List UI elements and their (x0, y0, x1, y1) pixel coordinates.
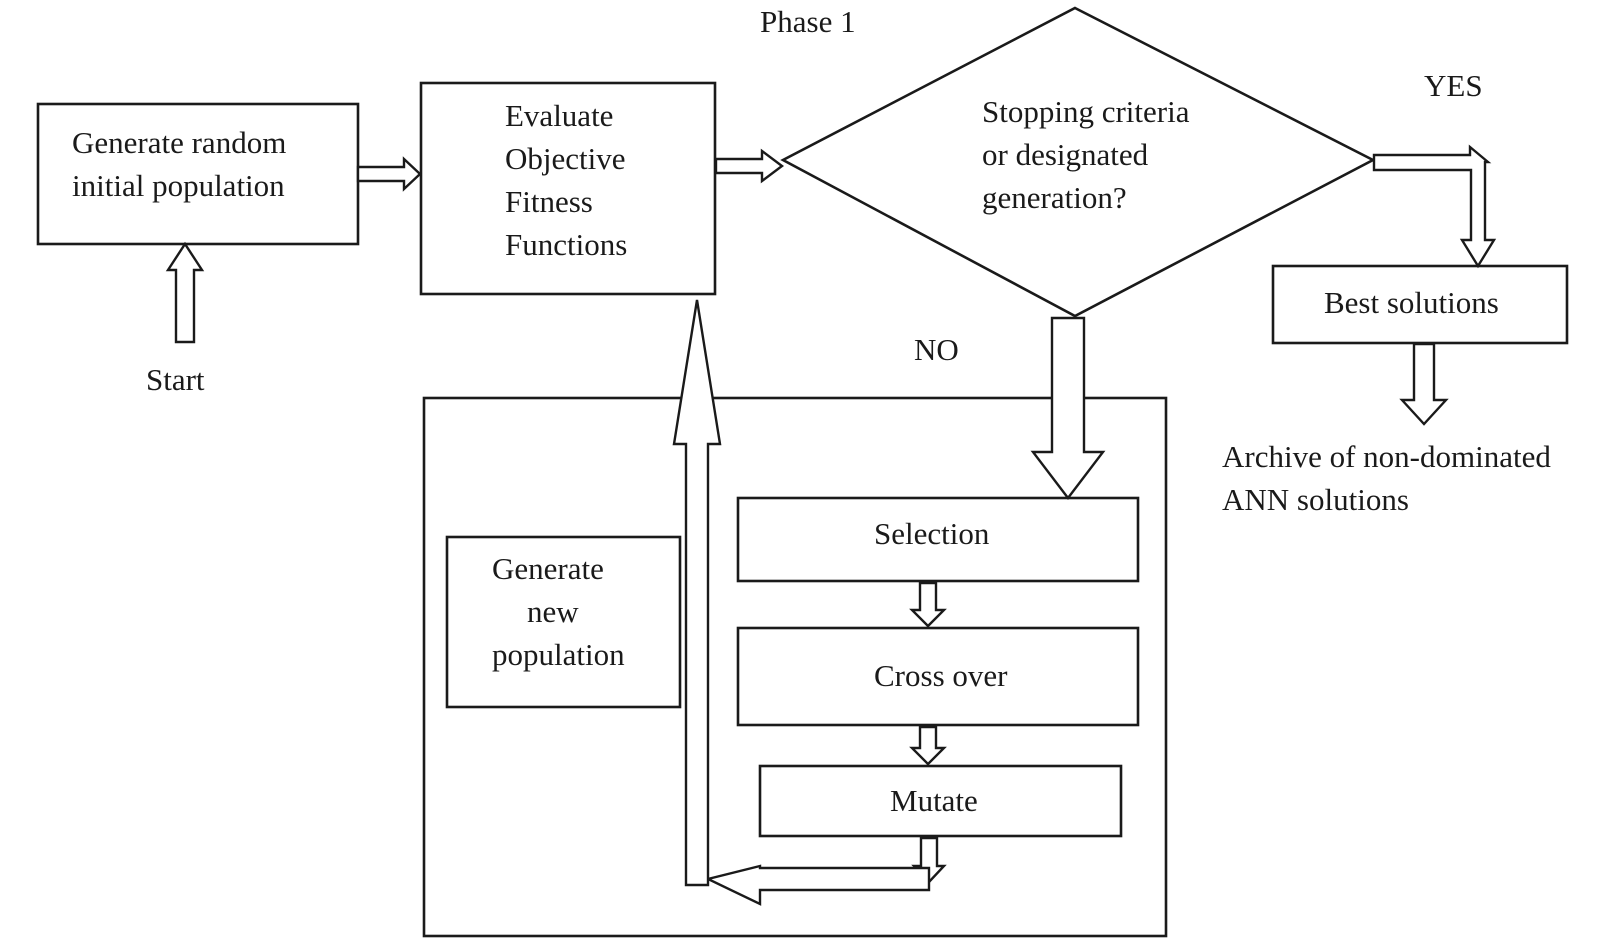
selection-to-crossover-arrow (909, 581, 947, 628)
generate-to-evaluate-arrow (356, 156, 422, 192)
return-up-arrow (672, 299, 722, 887)
no-arrow (1030, 316, 1106, 500)
best-solutions-label: Best solutions (1324, 285, 1499, 320)
best-to-archive-arrow (1399, 342, 1449, 426)
evaluate-box (419, 81, 717, 296)
archive-line1: Archive of non-dominated (1222, 439, 1551, 474)
selection-box (736, 496, 1140, 583)
evaluate-line1: Evaluate (505, 98, 613, 133)
generate-new-line1: Generate (492, 551, 604, 586)
mutate-label: Mutate (890, 783, 978, 818)
crossover-to-mutate-arrow (909, 725, 947, 766)
generate-new-line3: population (492, 637, 625, 672)
yes-arrow (1372, 144, 1497, 269)
no-label: NO (914, 332, 959, 367)
crossover-box (736, 626, 1140, 727)
mutate-box (758, 764, 1123, 838)
generate-initial-line1: Generate random (72, 125, 286, 160)
return-left-arrow (704, 864, 931, 906)
decision-diamond (780, 6, 1376, 318)
decision-line1: Stopping criteria (982, 94, 1190, 129)
start-label: Start (146, 362, 205, 397)
generation-loop-container (422, 396, 1168, 938)
decision-line3: generation? (982, 180, 1127, 215)
evaluate-line4: Functions (505, 227, 627, 262)
decision-line2: or designated (982, 137, 1149, 172)
crossover-label: Cross over (874, 658, 1008, 693)
evaluate-to-decision-arrow (714, 148, 784, 184)
evaluate-line2: Objective (505, 141, 626, 176)
phase-label: Phase 1 (760, 4, 856, 39)
selection-label: Selection (874, 516, 990, 551)
evaluate-line3: Fitness (505, 184, 593, 219)
yes-label: YES (1424, 68, 1483, 103)
generate-new-population-box (445, 535, 682, 709)
generate-initial-line2: initial population (72, 168, 285, 203)
start-arrow (165, 241, 205, 344)
generate-new-line2: new (527, 594, 579, 629)
archive-line2: ANN solutions (1222, 482, 1409, 517)
